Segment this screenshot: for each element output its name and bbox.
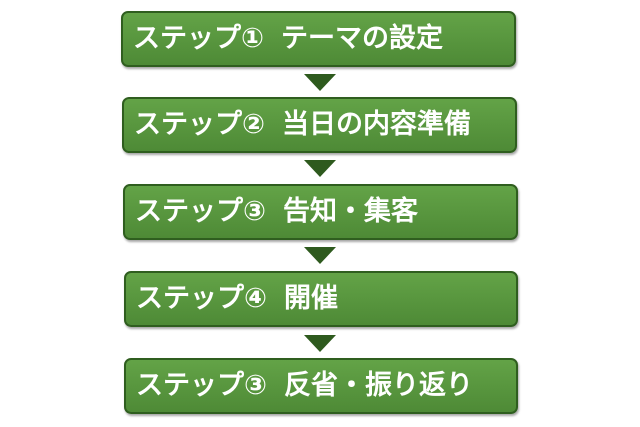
step-5-title: 反省・振り返り: [284, 370, 473, 401]
arrow-down-icon: [304, 335, 336, 352]
step-4-title: 開催: [284, 283, 338, 314]
step-3-title: 告知・集客: [283, 196, 418, 227]
step-5-label: ステップ③: [136, 370, 267, 401]
step-4-label: ステップ④: [136, 283, 267, 314]
step-3-box: ステップ③ 告知・集客: [123, 184, 518, 240]
step-4-box: ステップ④ 開催: [124, 271, 518, 327]
step-1-title: テーマの設定: [281, 23, 443, 54]
step-5-box: ステップ③ 反省・振り返り: [124, 358, 518, 414]
arrow-down-icon: [304, 74, 336, 91]
step-1-box: ステップ① テーマの設定: [121, 11, 516, 67]
arrow-down-icon: [304, 247, 336, 264]
step-2-box: ステップ② 当日の内容準備: [122, 97, 517, 153]
step-3-label: ステップ③: [135, 196, 266, 227]
step-1-label: ステップ①: [133, 23, 264, 54]
arrow-down-icon: [304, 160, 336, 177]
step-2-label: ステップ②: [134, 109, 265, 140]
step-2-title: 当日の内容準備: [282, 109, 471, 140]
